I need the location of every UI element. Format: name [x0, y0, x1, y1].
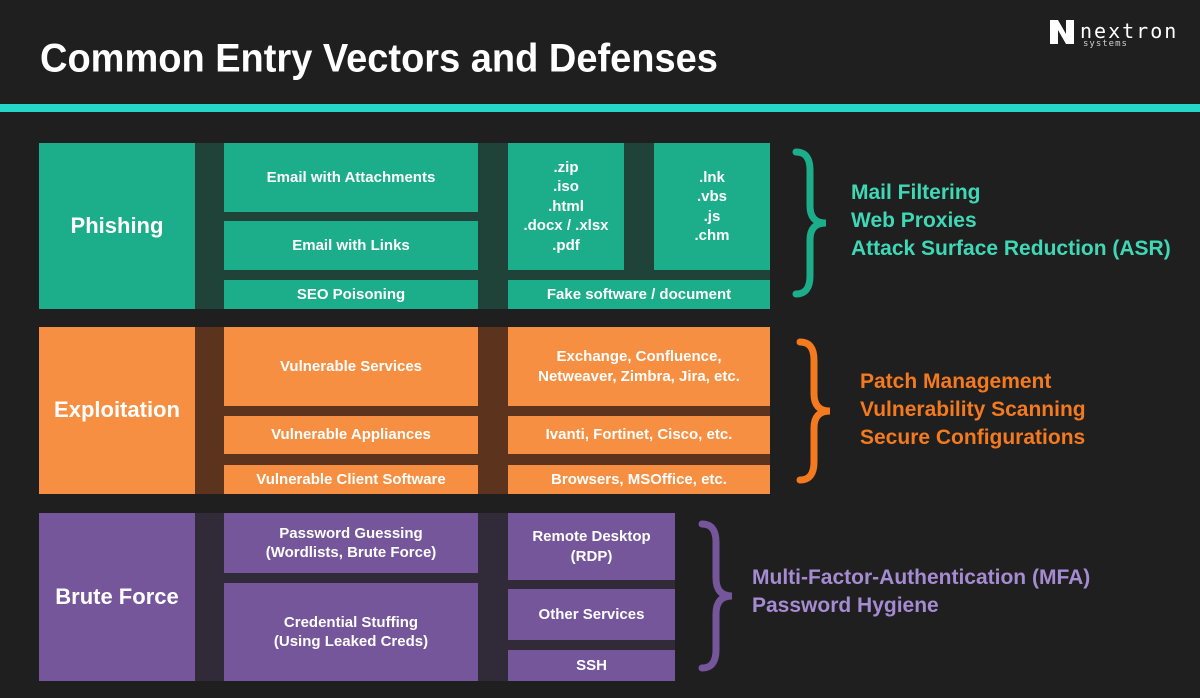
vector-credential-stuffing: Credential Stuffing (Using Leaked Creds) — [224, 583, 478, 681]
exploitation-brace-icon — [796, 338, 831, 484]
defense-vulnerability-scanning: Vulnerability Scanning — [860, 398, 1086, 421]
vector-password-guessing: Password Guessing (Wordlists, Brute Forc… — [224, 513, 478, 573]
example-services: Exchange, Confluence, Netweaver, Zimbra,… — [508, 327, 770, 406]
example-client-software: Browsers, MSOffice, etc. — [508, 465, 770, 494]
header-divider — [0, 104, 1200, 112]
vector-seo-poisoning: SEO Poisoning — [224, 280, 478, 309]
defense-patch-management: Patch Management — [860, 370, 1052, 393]
vector-vulnerable-services: Vulnerable Services — [224, 327, 478, 406]
defense-mail-filtering: Mail Filtering — [851, 181, 981, 204]
defense-asr: Attack Surface Reduction (ASR) — [851, 237, 1171, 260]
exploitation-category: Exploitation — [39, 327, 195, 494]
brute-force-category: Brute Force — [39, 513, 195, 681]
phishing-defenses: Mail Filtering Web Proxies Attack Surfac… — [851, 179, 1171, 263]
logo-subtext: systems — [1083, 39, 1128, 49]
fake-software-document: Fake software / document — [508, 280, 770, 309]
file-types-archive-docs: .zip .iso .html .docx / .xlsx .pdf — [508, 143, 624, 270]
defense-mfa: Multi-Factor-Authentication (MFA) — [752, 566, 1091, 589]
phishing-brace-icon — [792, 148, 827, 298]
defense-secure-configurations: Secure Configurations — [860, 426, 1086, 449]
nextron-logo-icon — [1050, 20, 1074, 44]
vector-email-attachments: Email with Attachments — [224, 143, 478, 212]
brute-force-defenses: Multi-Factor-Authentication (MFA) Passwo… — [752, 564, 1090, 620]
vector-vulnerable-appliances: Vulnerable Appliances — [224, 416, 478, 454]
logo-name: nextron — [1080, 19, 1179, 43]
phishing-category: Phishing — [39, 143, 195, 309]
file-types-scripts: .lnk .vbs .js .chm — [654, 143, 770, 270]
vector-email-links: Email with Links — [224, 221, 478, 270]
brute-force-brace-icon — [698, 520, 733, 672]
defense-password-hygiene: Password Hygiene — [752, 594, 939, 617]
target-other-services: Other Services — [508, 589, 675, 640]
vector-vulnerable-client-software: Vulnerable Client Software — [224, 465, 478, 494]
exploitation-defenses: Patch Management Vulnerability Scanning … — [860, 368, 1086, 452]
defense-web-proxies: Web Proxies — [851, 209, 977, 232]
page-title: Common Entry Vectors and Defenses — [40, 36, 718, 82]
target-remote-desktop: Remote Desktop (RDP) — [508, 513, 675, 580]
target-ssh: SSH — [508, 650, 675, 681]
example-appliances: Ivanti, Fortinet, Cisco, etc. — [508, 416, 770, 454]
